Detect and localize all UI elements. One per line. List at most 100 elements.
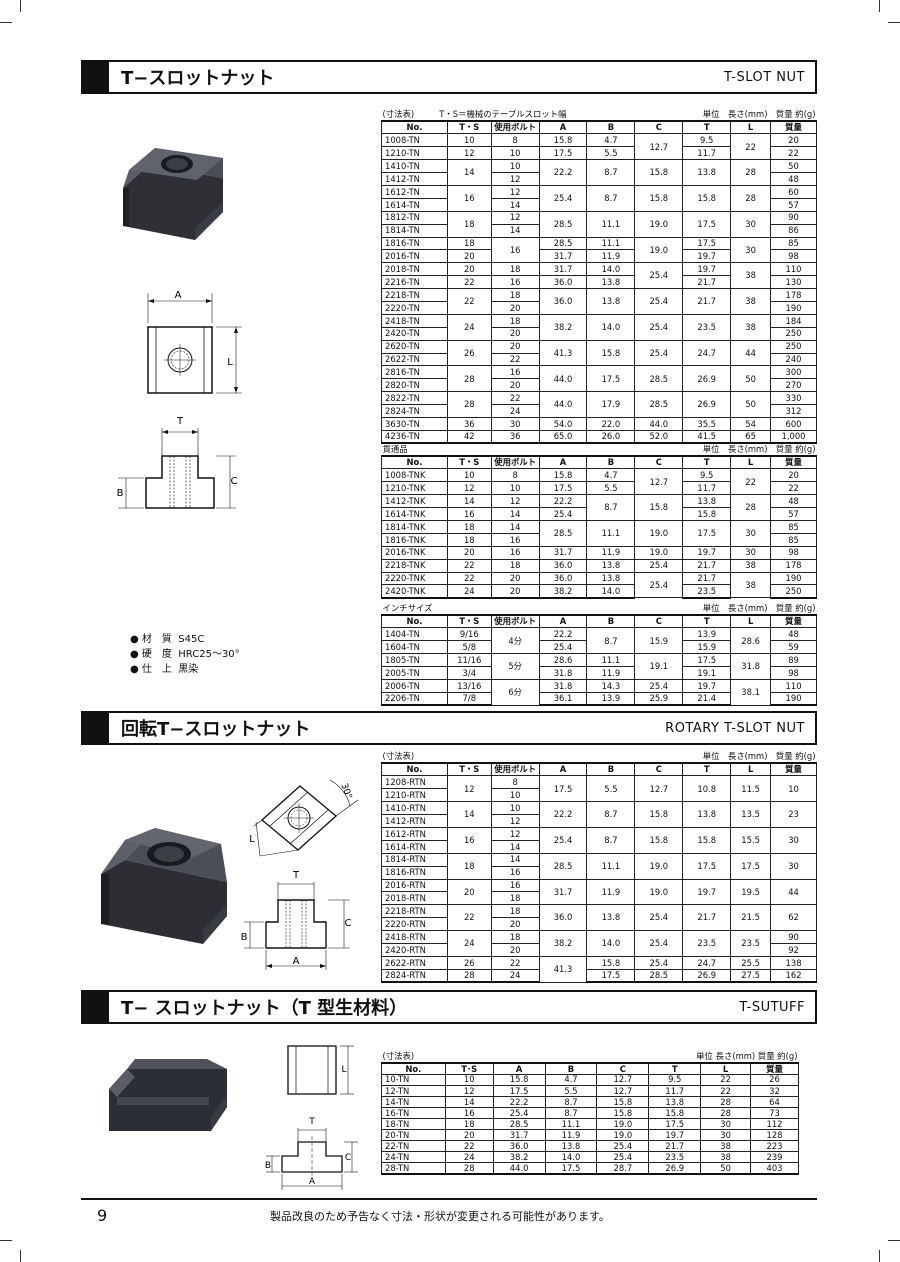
table-cell: 1612-TN — [381, 184, 448, 199]
table-cell: 19.1 — [682, 666, 732, 680]
column-header: C — [634, 762, 684, 777]
column-header: 使用ボルト — [490, 120, 540, 135]
section-title: T−スロットナット — [121, 68, 275, 89]
column-header: C — [634, 455, 684, 470]
table-cell: 15.8 — [634, 159, 684, 186]
table-cell: 11.1 — [586, 519, 636, 547]
section-header-rotary-tslot-nut: 回転T−スロットナット ROTARY T-SLOT NUT — [81, 711, 817, 745]
table-cell: 22.2 — [538, 627, 588, 642]
dimension-label-t: T — [176, 416, 184, 427]
table-cell: 50 — [730, 365, 772, 393]
table-cell: 223 — [750, 1140, 799, 1153]
table-cell: 22-TN — [381, 1140, 446, 1153]
table-cell: 10 — [490, 788, 540, 803]
table-cell: 30 — [730, 545, 772, 560]
table-cell: 110 — [770, 262, 817, 277]
table-cell: 27.5 — [730, 968, 772, 984]
table-cell: 4.7 — [586, 133, 636, 148]
table-cell: 10 — [490, 801, 540, 816]
column-header: T — [682, 455, 732, 470]
table-cell: 20 — [770, 468, 817, 483]
table-cell: 18 — [490, 904, 540, 919]
table-cell: 250 — [770, 339, 817, 354]
dimension-label-b: B — [117, 488, 124, 499]
table-cell: 7/8 — [446, 691, 492, 707]
table-cell: 25.4 — [634, 262, 684, 290]
table-cell: 36.0 — [538, 275, 588, 290]
table-cell: 8.7 — [586, 627, 636, 655]
table-cell: 14 — [444, 1095, 494, 1108]
table-cell: 21.7 — [682, 904, 732, 932]
table-cell: 36.0 — [538, 571, 588, 586]
table-cell: 15.8 — [682, 826, 732, 854]
footer-rule — [81, 1198, 817, 1200]
table-cell: 20-TN — [381, 1129, 446, 1142]
table-cell: 15.8 — [492, 1073, 546, 1086]
table-cell: 19.7 — [682, 678, 732, 693]
table-cell: 138 — [770, 955, 817, 970]
table-cell: 178 — [770, 558, 817, 573]
table-cell: 26.0 — [586, 429, 636, 445]
table-cell: 22 — [490, 352, 540, 367]
table-cell: 11.1 — [586, 852, 636, 880]
table-cell: 12-TN — [381, 1084, 446, 1097]
table-cell: 28 — [700, 1106, 752, 1119]
table-cell: 19.7 — [682, 545, 732, 560]
table-cell: 85 — [770, 532, 817, 547]
table-cell: 15.8 — [596, 1095, 650, 1108]
table-cell: 22 — [446, 275, 492, 290]
table-cell: 48 — [770, 494, 817, 509]
table-cell: 11.9 — [586, 249, 636, 264]
table-cell: 85 — [770, 519, 817, 534]
tslot-nut-top-view-drawing: A L — [147, 290, 242, 394]
table-cell: 10 — [444, 1073, 494, 1086]
table-cell: 12 — [490, 184, 540, 199]
column-header: 質量 — [750, 1061, 799, 1075]
table-cell: 14 — [490, 839, 540, 854]
table-cell: 12.7 — [596, 1073, 650, 1086]
table-cell: 22 — [446, 571, 492, 586]
table-cell: 190 — [770, 300, 817, 315]
dimension-label-l: L — [249, 834, 255, 845]
footer-note: 製品改良のため予告なく寸法・形状が変更される可能性があります。 — [270, 1210, 610, 1223]
column-header: A — [538, 614, 588, 629]
table-cell: 22 — [730, 133, 772, 161]
table-cell: 22 — [730, 468, 772, 496]
table-cell: 24 — [490, 404, 540, 418]
table-cell: 21.7 — [682, 558, 732, 573]
table-cell: 30 — [730, 210, 772, 238]
table-cell: 12 — [490, 814, 540, 828]
table-cell: 14 — [490, 852, 540, 867]
table-cell: 98 — [770, 545, 817, 560]
table-cell: 9.5 — [648, 1073, 702, 1086]
table-cell: 403 — [750, 1162, 799, 1175]
table-cell: 2816-TN — [381, 365, 448, 380]
page-number: 9 — [97, 1206, 108, 1225]
column-header: 質量 — [770, 614, 817, 629]
table-cell: 17.5 — [538, 775, 588, 803]
table-cell: 16 — [446, 507, 492, 521]
table-cell: 250 — [770, 584, 817, 599]
table-cell: 31.7 — [492, 1129, 546, 1142]
table-cell: 21.7 — [682, 275, 732, 290]
table-cell: 2824-RTN — [381, 968, 448, 984]
table-cell: 5.5 — [586, 481, 636, 496]
table-cell: 20 — [490, 339, 540, 354]
table-cell: 12.7 — [596, 1084, 650, 1097]
table-cell: 2622-RTN — [381, 955, 448, 970]
table-cell: 25.4 — [492, 1106, 546, 1119]
table-cell: 54 — [730, 416, 772, 431]
table-cell: 26 — [446, 955, 492, 970]
